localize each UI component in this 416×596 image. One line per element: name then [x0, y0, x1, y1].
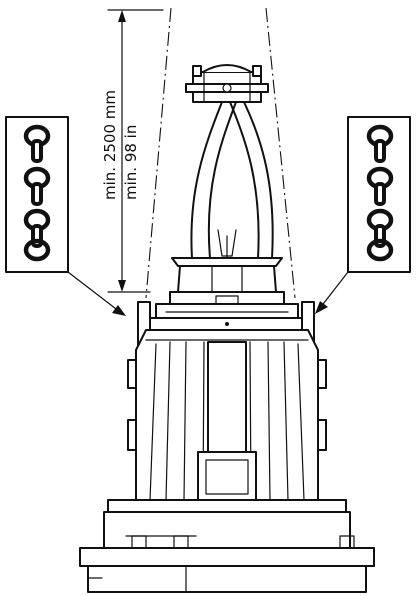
right-callout — [315, 116, 411, 314]
base-flange — [103, 499, 355, 549]
dimension-label-metric: min. 2500 mm — [101, 90, 119, 200]
chain-icon — [366, 124, 394, 262]
hoses — [190, 101, 274, 301]
lifting-clearance-lines — [145, 7, 296, 299]
motor-housing — [127, 329, 327, 501]
height-dimension — [107, 9, 164, 293]
top-cap — [145, 257, 309, 331]
pump-drawing — [79, 64, 375, 593]
base-plate — [79, 547, 375, 593]
chain-icon — [23, 124, 51, 262]
dimension-label-imperial: min. 98 in — [122, 125, 140, 200]
left-callout — [5, 116, 126, 316]
hose-clamp — [185, 64, 269, 103]
